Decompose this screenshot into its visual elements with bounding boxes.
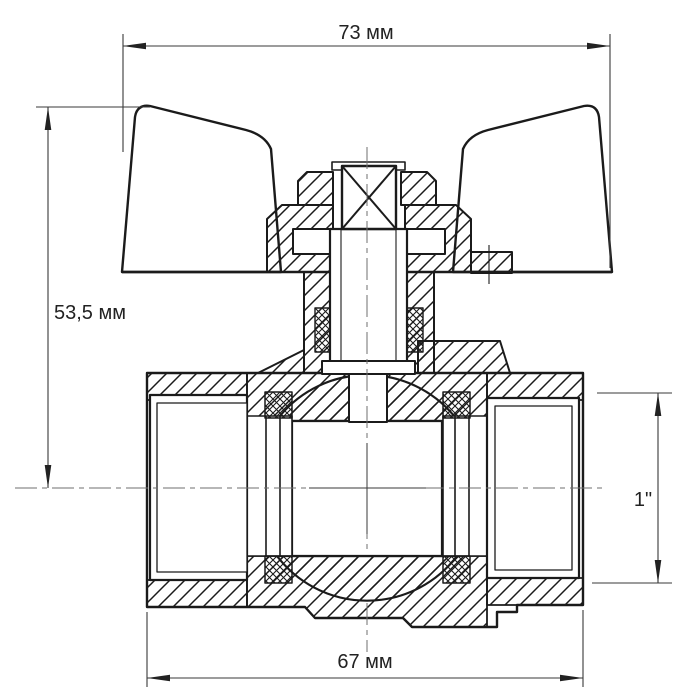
arrowhead-up <box>44 107 52 130</box>
dimension-label-left: 53,5 мм <box>54 302 126 324</box>
dimension-label-right: 1" <box>634 489 652 511</box>
dimension-label-bottom: 67 мм <box>337 651 392 673</box>
gland-nut-right <box>400 171 437 206</box>
ball-center-crosshair <box>309 443 426 534</box>
dimension-connection-size: 1" <box>592 392 672 584</box>
arrowhead-up <box>654 393 662 416</box>
dimension-body-length: 67 мм <box>146 610 584 687</box>
body-shoulder-left <box>257 349 305 374</box>
arrowhead-left <box>147 674 170 682</box>
gland-nut-left <box>297 171 334 206</box>
packing-flange-right <box>404 204 472 273</box>
arrowhead-right <box>587 42 610 50</box>
butterfly-handle <box>120 104 614 274</box>
arrowhead-right <box>560 674 583 682</box>
seat-ring-right-top <box>442 391 471 419</box>
stem-shaft <box>328 227 409 364</box>
seat-ring-left-bottom <box>264 555 293 584</box>
body-wall-right-top <box>486 372 584 401</box>
handle-right-wing <box>451 104 614 274</box>
stem-assembly <box>321 161 416 423</box>
body-wall-left-bottom <box>146 579 248 608</box>
seat-ring-left-top <box>264 391 293 419</box>
seat-carrier-left <box>246 415 293 557</box>
bonnet-flange-right <box>417 340 511 374</box>
arrowhead-down <box>654 560 662 583</box>
arrowhead-left <box>123 42 146 50</box>
centerlines <box>15 147 605 652</box>
handle-left-wing <box>120 104 283 274</box>
stem-base-flange <box>321 360 416 375</box>
body-wall-right-bottom <box>486 577 584 606</box>
stem-tang <box>348 373 388 423</box>
seat-carrier-right <box>442 415 489 557</box>
dimension-overall-width: 73 мм <box>122 22 611 268</box>
handle-stop-tab <box>470 251 513 274</box>
arrowhead-down <box>44 465 52 488</box>
packing-flange-left <box>266 204 334 273</box>
dimension-overall-height: 53,5 мм <box>36 106 150 488</box>
stem-square-end <box>340 164 398 231</box>
seat-ring-right-bottom <box>442 555 471 584</box>
dimension-label-top: 73 мм <box>338 22 393 44</box>
